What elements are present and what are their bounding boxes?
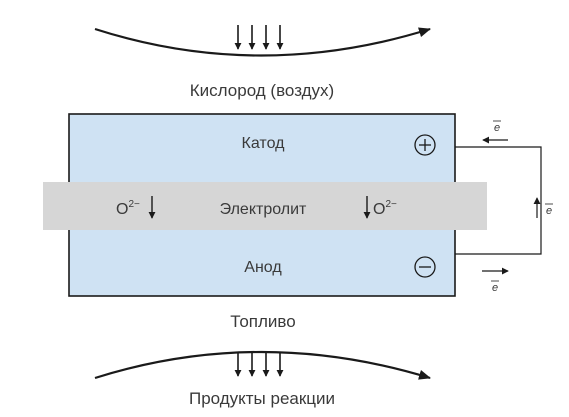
ion-label-right: O2−: [373, 199, 397, 218]
circled-minus-icon: [414, 256, 436, 278]
products-label: Продукты реакции: [189, 389, 335, 408]
electrolyte-label: Электролит: [220, 201, 307, 218]
circled-plus-icon: [414, 134, 436, 156]
products-outlet-arrows: [234, 352, 284, 377]
oxygen-feed-arrows: [234, 25, 284, 50]
fuel-flow-curve: [94, 350, 431, 380]
fuel-label: Топливо: [230, 312, 295, 331]
electron-label-top: e: [494, 122, 500, 134]
ion-label-left: O2−: [116, 199, 140, 218]
anode-label: Анод: [244, 259, 282, 276]
electron-label-bottom: e: [492, 282, 498, 294]
electron-label-vertical: e: [546, 205, 552, 217]
oxygen-label: Кислород (воздух): [190, 81, 334, 100]
cathode-label: Катод: [242, 135, 286, 152]
oxygen-flow-curve: [94, 27, 431, 57]
electrolyte-layer: [43, 182, 487, 230]
external-circuit-wire: [455, 146, 542, 255]
